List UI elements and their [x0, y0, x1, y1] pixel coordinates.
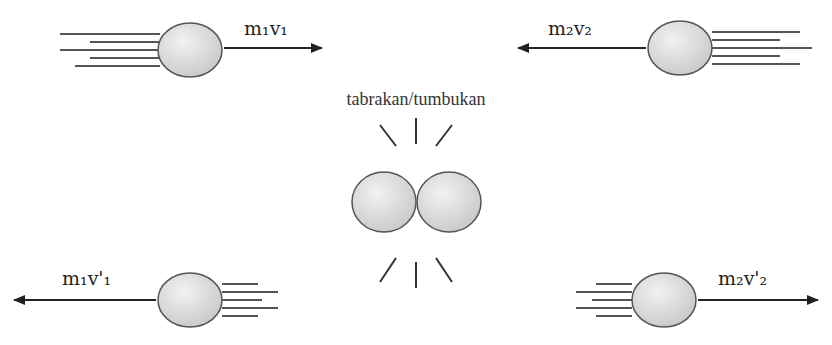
- velocity-arrow: [224, 47, 322, 49]
- ball: [158, 23, 222, 77]
- speed-lines: [222, 284, 278, 316]
- caption-label: tabrakan/tumbukan: [347, 90, 486, 110]
- speed-lines: [60, 34, 160, 66]
- ball: [648, 21, 712, 75]
- momentum-label: m₁v₁: [244, 18, 288, 39]
- speed-lines: [576, 284, 632, 316]
- momentum-label: m₂v₂: [548, 18, 592, 39]
- velocity-arrow: [518, 47, 646, 49]
- ball: [632, 273, 696, 327]
- ball: [158, 273, 222, 327]
- momentum-label: m₂v'₂: [718, 268, 767, 289]
- velocity-arrow: [14, 299, 156, 301]
- momentum-label: m₁v'₁: [62, 268, 111, 289]
- ball: [417, 172, 481, 232]
- speed-lines: [712, 32, 812, 64]
- ball: [352, 172, 416, 232]
- velocity-arrow: [698, 299, 818, 301]
